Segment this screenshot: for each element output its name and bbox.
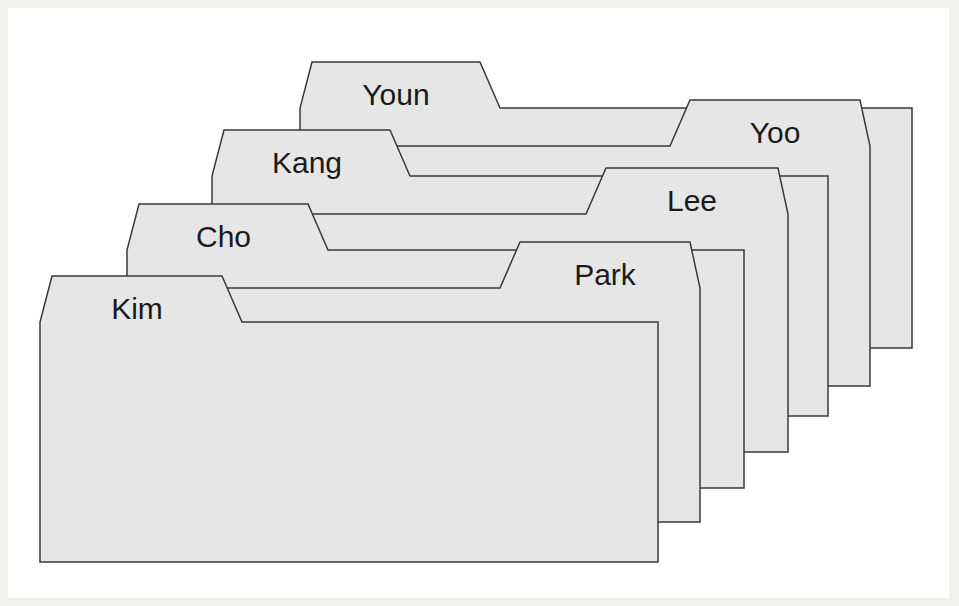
folder-tab-label: Youn: [362, 80, 429, 110]
folder-tab-label: Park: [574, 260, 636, 290]
folder-tab-label: Cho: [196, 222, 251, 252]
folder-tab-label: Kim: [111, 294, 163, 324]
file-folder: Kim: [40, 276, 658, 562]
folder-tab-label: Yoo: [750, 118, 801, 148]
folder-tab-label: Lee: [667, 186, 717, 216]
folder-tab-label: Kang: [272, 148, 342, 178]
